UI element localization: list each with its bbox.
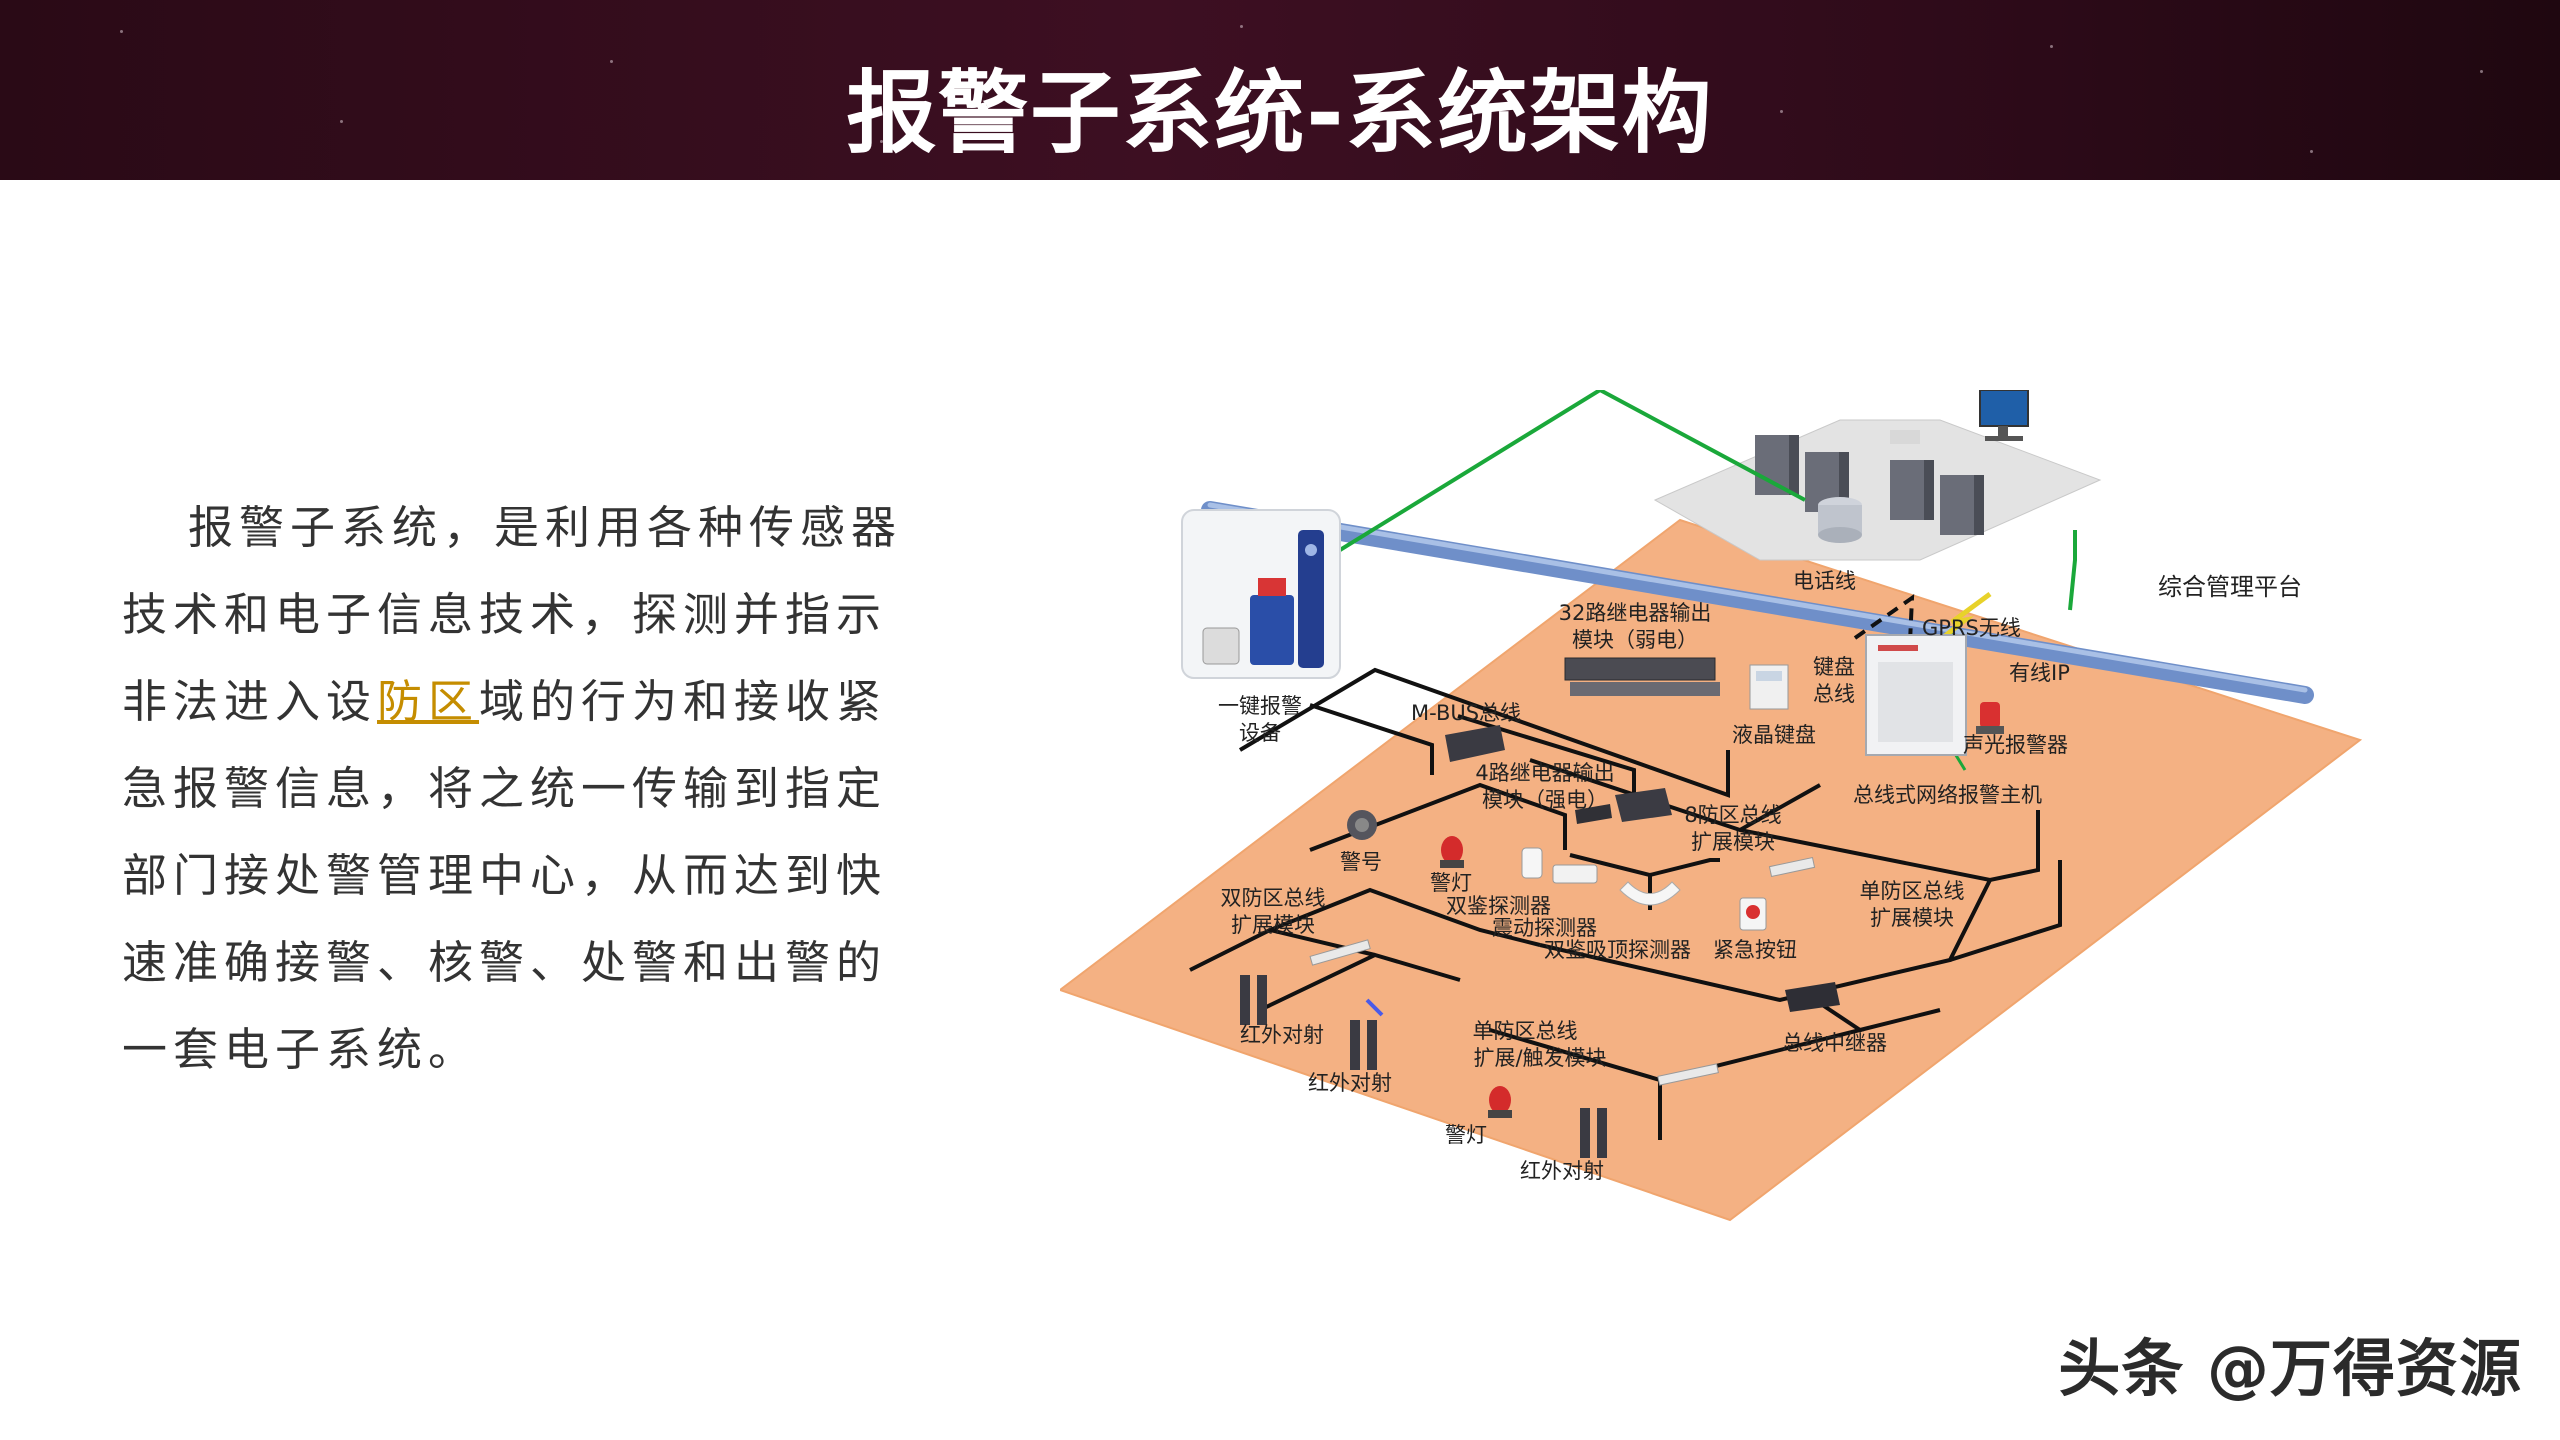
phone-line [1853,594,1915,643]
ceiling-detector-icon [1619,881,1681,906]
label-keypad-bus-2: 总线 [1813,682,1855,706]
vibration-detector-icon [1552,864,1598,884]
label-phone-line: 电话线 [1793,569,1856,593]
label-single-zone-1: 单防区总线 [1860,879,1965,903]
one-key-alarm-device [1181,509,1341,679]
label-dual-zone-2: 扩展模块 [1231,913,1315,937]
alarm-host-icon [1865,634,1967,756]
mbus-device-icon [1445,725,1505,762]
label-lcd-keypad: 液晶键盘 [1732,723,1816,747]
monitor-icon [1979,390,2029,441]
warn-light-icon-2 [1488,1086,1512,1118]
label-repeater: 总线中继器 [1782,1031,1887,1055]
label-warn-light-2: 警灯 [1445,1123,1487,1147]
header-banner: 报警子系统-系统架构 [0,0,2560,180]
single-zone-module-icon-1 [1768,856,1816,878]
label-single-zone-1-2: 扩展模块 [1870,906,1954,930]
label-relay4: 4路继电器输出 [1475,761,1614,785]
label-zone8: 8防区总线 [1684,803,1781,827]
repeater-icon [1785,982,1840,1012]
server-icon [1755,430,1984,543]
label-ir-3: 红外对射 [1520,1159,1604,1183]
label-ir-1: 红外对射 [1240,1023,1324,1047]
label-ceiling-dual: 双鉴吸顶探测器 [1544,938,1691,962]
label-warn-light-1: 警灯 [1430,871,1472,895]
label-vibration: 震动探测器 [1492,916,1597,940]
zone8-module-icon [1575,804,1612,824]
label-wired-ip: 有线IP [2009,661,2070,685]
emergency-button-icon [1739,897,1767,931]
label-one-key-alarm: 一键报警 [1218,694,1302,718]
label-host: 总线式网络报警主机 [1853,783,2042,807]
label-siren: 声光报警器 [1963,733,2068,757]
label-horn: 警号 [1340,850,1382,874]
label-ir-2: 红外对射 [1308,1071,1392,1095]
warn-light-icon-1 [1440,836,1464,868]
system-architecture-diagram: 一键报警 设备 综合管理平台 电话线 GPRS无线 有线IP 32路继电器输出 … [1060,390,2363,1222]
wired-ip-link [2068,530,2077,611]
label-gprs: GPRS无线 [1922,616,2021,640]
trigger-module-icon [1657,1063,1719,1086]
label-platform: 综合管理平台 [2158,573,2302,601]
label-keypad-bus: 键盘 [1813,655,1855,679]
label-mbus: M-BUS总线 [1411,701,1521,725]
label-emergency-btn: 紧急按钮 [1713,938,1797,962]
ir-beam-icon-1 [1240,975,1267,1025]
label-relay32-2: 模块（弱电） [1572,628,1698,652]
description-text-2: 域的行为和接收紧急报警信息，将之统一传输到指定部门接处警管理中心，从而达到快速准… [122,675,888,1076]
siren-icon [1976,702,2004,734]
description-paragraph: 报警子系统，是利用各种传感器技术和电子信息技术，探测并指示非法进入设防区域的行为… [122,484,912,1093]
ir-beam-icon-2 [1350,1020,1377,1070]
ir-beam-icon-3 [1580,1108,1607,1158]
label-one-key-alarm-2: 设备 [1239,721,1281,745]
relay4-module-icon [1615,788,1672,822]
relay32-module-icon [1564,657,1720,696]
watermark: 头条 @万得资源 [2058,1332,2522,1405]
zone-link[interactable]: 防区 [377,675,480,728]
label-zone8-2: 扩展模块 [1691,830,1775,854]
label-single-zone-trigger-2: 扩展/触发模块 [1473,1046,1606,1070]
label-dual-zone: 双防区总线 [1221,886,1326,910]
page-title: 报警子系统-系统架构 [846,61,1714,166]
floor-plane [1060,518,2363,1222]
dual-detector-icon [1521,847,1543,879]
label-relay32: 32路继电器输出 [1559,601,1712,625]
label-relay4-2: 模块（强电） [1482,788,1608,812]
network-pipe [1201,501,2314,704]
horn-icon [1347,810,1377,840]
bus-lines [1189,667,2062,1140]
label-dual-detector: 双鉴探测器 [1446,894,1551,918]
description-text-1: 报警子系统，是利用各种传感器技术和电子信息技术，探测并指示非法进入设 [122,501,903,728]
label-single-zone-trigger: 单防区总线 [1473,1019,1578,1043]
dual-zone-module-icon [1309,939,1371,966]
alarm-device-link [1338,390,1806,552]
